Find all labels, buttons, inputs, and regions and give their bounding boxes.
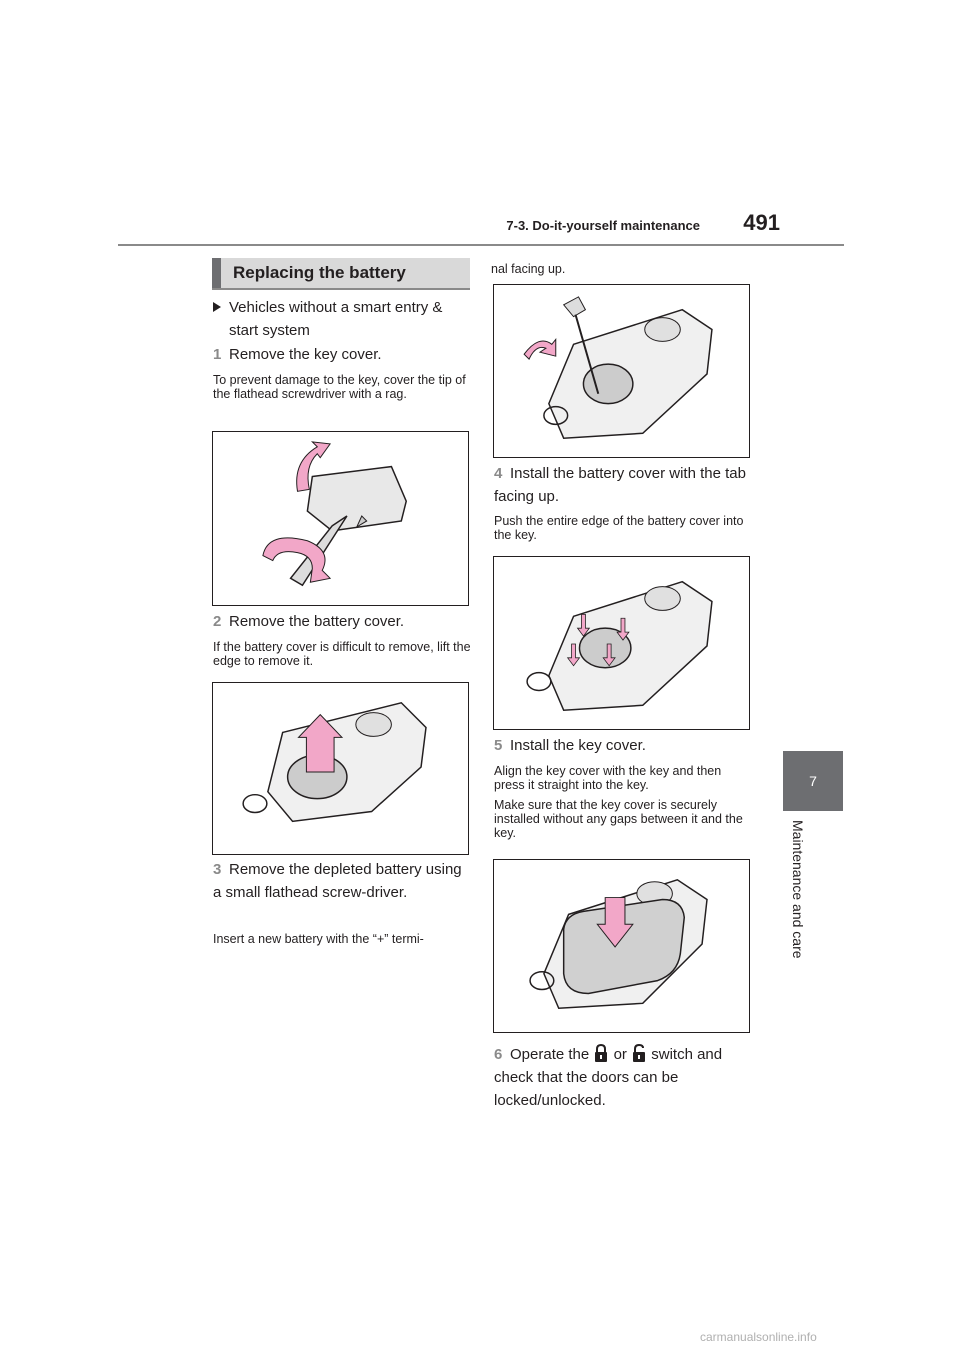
header-divider: [118, 244, 844, 246]
chapter-tab: 7: [783, 751, 843, 811]
figure-install-battery-cover: [493, 556, 750, 730]
step-5-note: Align the key cover with the key and the…: [494, 764, 722, 792]
remove-key-cover-illustration: [262, 441, 408, 587]
page-number: 491: [743, 210, 780, 235]
install-battery-cover-illustration: [526, 580, 713, 711]
remove-battery-cover-illustration: [242, 701, 427, 823]
step-5-note-2: Make sure that the key cover is securely…: [494, 798, 743, 840]
section-heading: Replacing the battery: [212, 258, 470, 288]
figure-remove-battery-cover: [212, 682, 469, 855]
step-2-note: If the battery cover is difficult to rem…: [213, 640, 471, 668]
step-3-note-continued: nal facing up.: [491, 262, 566, 276]
install-key-cover-illustration: [529, 878, 708, 1010]
section-divider: [212, 288, 470, 290]
figure-remove-battery: [493, 284, 750, 458]
step-4-note: Push the entire edge of the battery cove…: [494, 514, 744, 542]
remove-battery-illustration: [523, 296, 713, 439]
lock-icon: [595, 1043, 608, 1062]
header-section-title: 7-3. Do-it-yourself maintenance: [506, 218, 700, 233]
chapter-label: Maintenance and care: [790, 820, 806, 959]
figure-remove-key-cover: [212, 431, 469, 606]
step-1-note: To prevent damage to the key, cover the …: [213, 373, 466, 401]
unlock-icon: [633, 1043, 646, 1062]
step-3-note: Insert a new battery with the “+” termi-: [213, 932, 424, 946]
watermark: carmanualsonline.info: [700, 1330, 817, 1344]
condition-bullet: Vehicles without a smart entry & start s…: [213, 296, 471, 342]
figure-install-key-cover: [493, 859, 750, 1033]
triangle-bullet-icon: [213, 302, 221, 312]
